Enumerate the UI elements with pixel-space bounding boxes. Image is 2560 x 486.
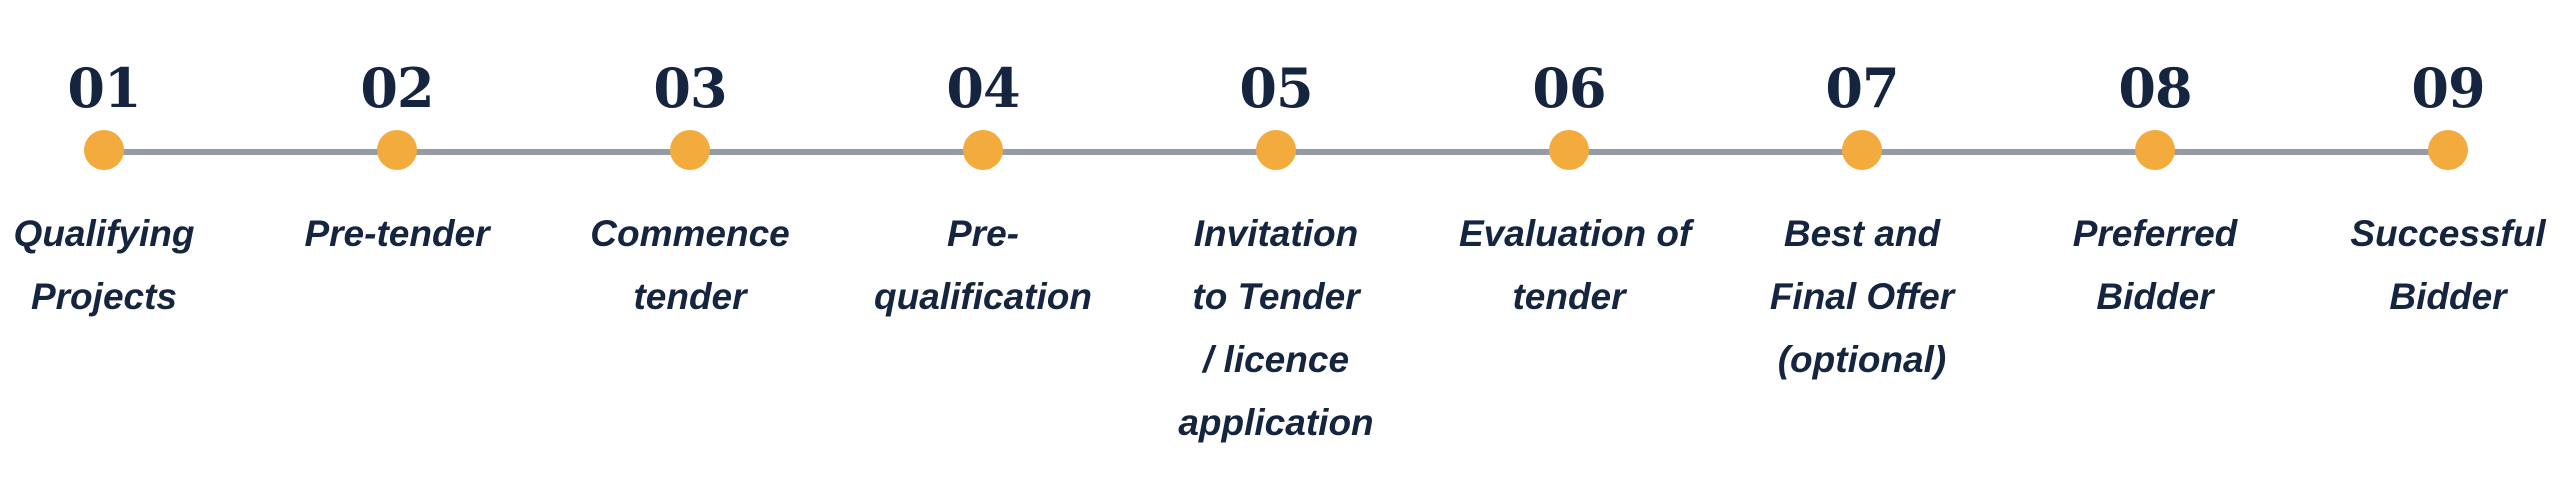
step-label-line: Commence — [590, 213, 790, 254]
step-marker-dot — [1842, 130, 1882, 170]
step-label-line: Qualifying — [13, 213, 195, 254]
step-marker-dot — [2135, 130, 2175, 170]
step-label-line: Best and — [1783, 213, 1941, 254]
step-marker-dot — [1256, 130, 1296, 170]
step-number: 09 — [2411, 56, 2485, 120]
step-number: 06 — [1532, 56, 1606, 120]
step-marker-dot — [84, 130, 124, 170]
step-marker-dot — [1549, 130, 1589, 170]
step-label-line: Projects — [30, 276, 177, 317]
step-label-line: qualification — [874, 276, 1092, 317]
step-label: Pre-tender — [287, 202, 507, 265]
step-label-line: Evaluation of — [1459, 213, 1692, 254]
step-label-line: application — [1178, 402, 1374, 443]
step-marker-dot — [670, 130, 710, 170]
step-label-line: to Tender — [1192, 276, 1360, 317]
step-label: Evaluation of tender — [1459, 202, 1692, 328]
step-marker-dot — [377, 130, 417, 170]
step-number: 03 — [653, 56, 727, 120]
step-label-line: Invitation — [1193, 213, 1359, 254]
step-label-line: (optional) — [1777, 339, 1947, 380]
step-label-line: Bidder — [2096, 276, 2214, 317]
step-label-line: Preferred — [2072, 213, 2238, 254]
step-label-line: Pre- — [947, 213, 1019, 254]
step-number: 05 — [1239, 56, 1313, 120]
step-label-line: tender — [1512, 276, 1626, 317]
step-label-line: Final Offer — [1769, 276, 1955, 317]
step-label-line: / licence — [1202, 339, 1350, 380]
step-number: 02 — [360, 56, 434, 120]
step-label-line: Successful — [2350, 213, 2546, 254]
step-label: Pre-qualification — [873, 202, 1093, 328]
step-marker-dot — [963, 130, 1003, 170]
step-label-line: Bidder — [2389, 276, 2507, 317]
step-marker-dot — [2428, 130, 2468, 170]
step-label: Invitation to Tender / licence application — [1166, 202, 1386, 454]
step-label-line: Pre-tender — [304, 213, 490, 254]
step-label: Commence tender — [580, 202, 800, 328]
step-number: 01 — [67, 56, 141, 120]
step-label-line: tender — [633, 276, 747, 317]
step-number: 07 — [1825, 56, 1899, 120]
step-number: 08 — [2118, 56, 2192, 120]
step-number: 04 — [946, 56, 1020, 120]
